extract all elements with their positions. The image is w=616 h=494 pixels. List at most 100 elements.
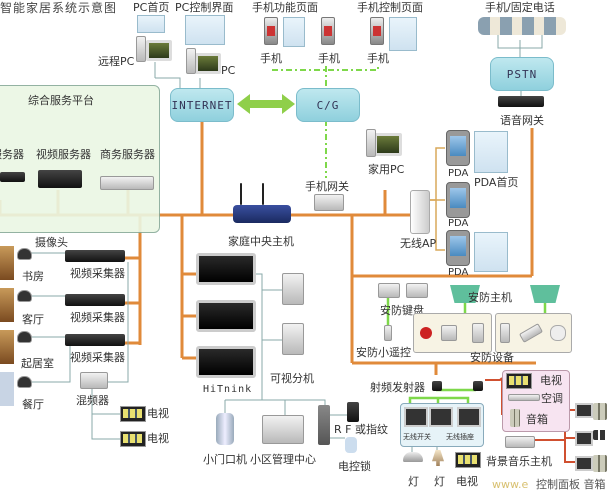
mixer-label: 混频器 — [76, 394, 109, 407]
room-living: 客厅 — [22, 313, 44, 326]
room-family: 起居室 — [21, 357, 54, 370]
mobile-phone-icon — [370, 17, 384, 45]
wireless-switch-icon — [404, 407, 428, 427]
mobile-phone-icon — [264, 17, 278, 45]
pda-home-screenshot — [474, 131, 508, 173]
wireless-ap-label: 无线AP — [400, 237, 437, 250]
antenna-icon — [240, 183, 242, 205]
remote-pc-icon — [146, 40, 172, 61]
pc-tower-icon — [186, 48, 196, 74]
tv-label: 电视 — [456, 475, 478, 488]
server-label: 服务器 — [0, 148, 24, 161]
security-remote-label: 安防小遥控 — [356, 346, 411, 359]
security-devices-label: 安防设备 — [470, 351, 514, 364]
remote-pc-tower-icon — [136, 36, 146, 62]
cg-node: C/G — [296, 88, 360, 122]
mobile-phone-icon — [321, 17, 335, 45]
server-icon — [0, 172, 25, 182]
outdoor-station-icon — [318, 405, 330, 445]
bg-music-host-icon — [505, 436, 535, 448]
room-photo — [0, 330, 14, 364]
control-panel-icon — [575, 456, 593, 471]
watermark: www.e — [492, 478, 529, 491]
tv-label: 电视 — [147, 407, 169, 420]
video-monitor-icon — [196, 253, 256, 285]
air-conditioner-icon — [508, 394, 540, 401]
lamp-label: 灯 — [408, 475, 419, 488]
double-arrow-icon — [237, 94, 295, 114]
pda-label: PDA — [448, 168, 469, 179]
pc-control-label: PC控制界面 — [175, 1, 234, 14]
pda-label: PDA — [448, 267, 469, 278]
sensor-icon — [472, 323, 484, 343]
video-server-icon — [38, 170, 82, 188]
pda-icon — [446, 130, 470, 166]
appliance-ac-label: 空调 — [541, 392, 563, 405]
service-platform-title: 综合服务平台 — [28, 94, 94, 107]
bg-music-host-label: 背景音乐主机 — [486, 455, 552, 468]
router-icon — [233, 205, 291, 223]
phone-fixed-label: 手机/固定电话 — [485, 1, 555, 14]
pda-home-label: PDA首页 — [474, 176, 519, 189]
electric-lock-icon — [345, 437, 357, 453]
extension-phone-icon — [282, 323, 304, 355]
video-collector-label: 视频采集器 — [70, 311, 125, 324]
room-dining: 餐厅 — [22, 398, 44, 411]
remote-pc-label: 远程PC — [98, 55, 135, 68]
extension-label: 可视分机 — [270, 372, 314, 385]
speaker-icon — [593, 455, 607, 472]
camera-label: 摄像头 — [35, 236, 68, 249]
appliance-speaker-label: 音箱 — [526, 413, 548, 426]
diagram-title: 智能家居系统示意图 — [0, 1, 118, 15]
security-keypad-icon — [378, 283, 400, 298]
door-unit-icon — [216, 413, 234, 445]
wireless-ap-icon — [410, 190, 430, 234]
speaker-icon — [510, 409, 520, 427]
speaker-icon — [593, 430, 607, 440]
camera-icon — [17, 376, 32, 388]
telephones-icon — [478, 17, 566, 35]
voice-gateway-label: 语音网关 — [500, 114, 544, 127]
security-host-label: 安防主机 — [468, 291, 512, 304]
sensor-icon — [500, 323, 510, 343]
mixer-icon — [80, 372, 108, 389]
video-collector-icon — [65, 250, 125, 262]
room-photo — [0, 246, 14, 280]
room-photo — [0, 372, 14, 406]
fingerprint-reader-icon — [347, 402, 359, 422]
wireless-switch-label: 无线开关 — [403, 433, 431, 441]
security-keypad-icon — [406, 283, 428, 298]
home-pc-tower-icon — [366, 129, 376, 157]
mobile-gateway-label: 手机网关 — [305, 180, 349, 193]
security-host-icon — [530, 285, 560, 303]
rf-fingerprint-label: R F 或指纹 — [334, 423, 388, 436]
tv-icon — [120, 431, 146, 447]
pc-home-label: PC首页 — [133, 1, 170, 14]
video-collector-label: 视频采集器 — [70, 267, 125, 280]
smoke-detector-icon — [550, 325, 566, 341]
phone-label: 手机 — [260, 52, 282, 65]
phone-page-screenshot — [283, 17, 305, 47]
voice-gateway-icon — [498, 96, 544, 107]
appliance-tv-label: 电视 — [540, 374, 562, 387]
camera-icon — [17, 290, 32, 302]
security-host-icon — [450, 285, 480, 303]
pda-icon — [446, 182, 470, 218]
rf-transmitter-icon — [432, 381, 442, 391]
video-collector-icon — [65, 334, 125, 346]
pda-app-screenshot — [474, 232, 508, 272]
camera-icon — [17, 248, 32, 260]
wireless-socket-label: 无线插座 — [446, 433, 474, 441]
pc-control-screenshot — [185, 15, 225, 45]
video-collector-icon — [65, 294, 125, 306]
pc-home-screenshot — [137, 15, 165, 33]
control-panel-icon — [575, 403, 593, 418]
pda-icon — [446, 230, 470, 266]
tv-icon — [120, 406, 146, 422]
wireless-socket-icon — [457, 407, 481, 427]
central-host-label: 家庭中央主机 — [228, 235, 294, 248]
door-unit-label: 小门口机 — [203, 453, 247, 466]
business-server-icon — [100, 176, 154, 190]
mgmt-center-icon — [262, 415, 304, 444]
